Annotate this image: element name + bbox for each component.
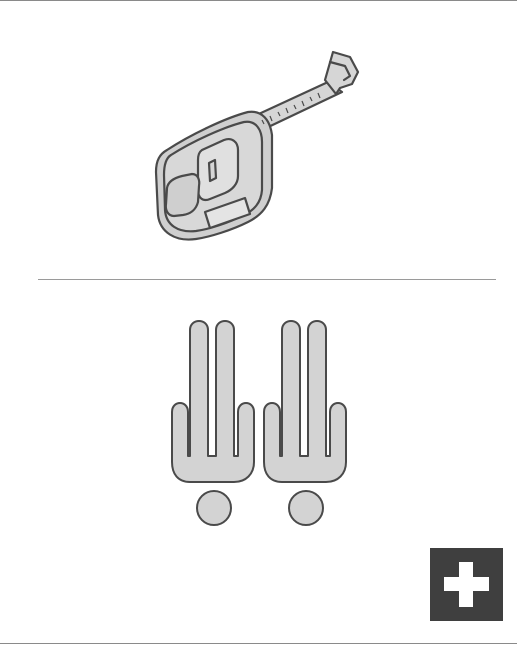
plus-icon bbox=[459, 562, 473, 607]
add-button[interactable] bbox=[430, 548, 503, 621]
bottom-border-line bbox=[0, 643, 517, 644]
